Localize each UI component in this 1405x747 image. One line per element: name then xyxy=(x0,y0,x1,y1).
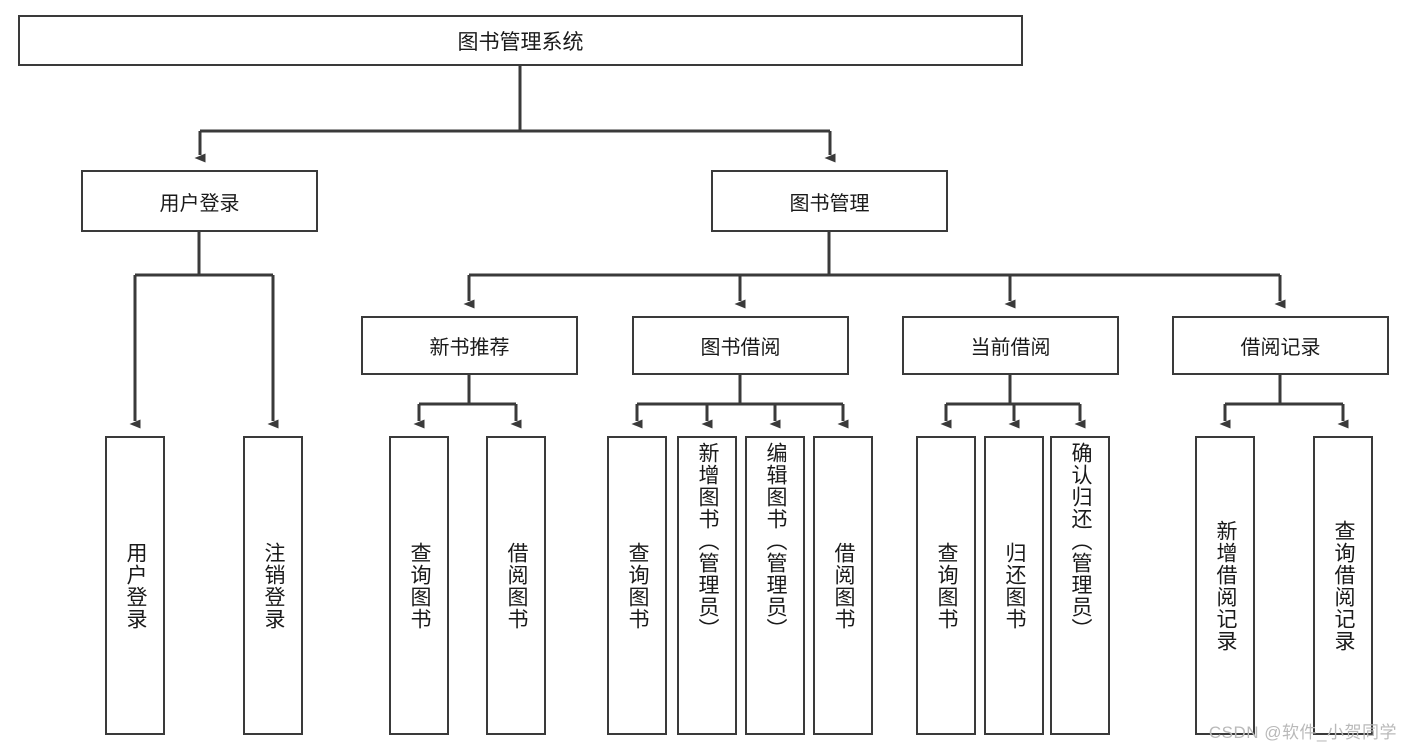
node-new-book-recommend[interactable]: 新书推荐 xyxy=(361,316,578,375)
leaf-query-book-current-label: 查询图书 xyxy=(935,541,959,630)
node-book-borrow[interactable]: 图书借阅 xyxy=(632,316,849,375)
leaf-logout-login[interactable]: 注销登录 xyxy=(243,436,303,735)
leaf-borrow-book-rec[interactable]: 借阅图书 xyxy=(486,436,546,735)
node-root-label: 图书管理系统 xyxy=(457,30,584,54)
leaf-edit-book-admin-label: 编辑图书（管理员） xyxy=(764,442,788,640)
leaf-add-borrow-record[interactable]: 新增借阅记录 xyxy=(1195,436,1255,735)
leaf-user-login[interactable]: 用户登录 xyxy=(105,436,165,735)
leaf-query-book-rec-label: 查询图书 xyxy=(408,541,432,630)
node-current-borrow[interactable]: 当前借阅 xyxy=(902,316,1119,375)
node-book-management-label: 图书管理 xyxy=(789,192,870,215)
leaf-query-book-rec[interactable]: 查询图书 xyxy=(389,436,449,735)
leaf-edit-book-admin[interactable]: 编辑图书（管理员） xyxy=(745,436,805,735)
node-current-borrow-label: 当前借阅 xyxy=(970,337,1051,359)
node-borrow-record-label: 借阅记录 xyxy=(1240,337,1321,359)
leaf-confirm-return-admin[interactable]: 确认归还（管理员） xyxy=(1050,436,1110,735)
leaf-query-book-borrow[interactable]: 查询图书 xyxy=(607,436,667,735)
node-user-login[interactable]: 用户登录 xyxy=(81,170,318,232)
leaf-logout-login-label: 注销登录 xyxy=(262,541,286,630)
leaf-borrow-book[interactable]: 借阅图书 xyxy=(813,436,873,735)
node-borrow-record[interactable]: 借阅记录 xyxy=(1172,316,1389,375)
node-book-management[interactable]: 图书管理 xyxy=(711,170,948,232)
leaf-query-book-current[interactable]: 查询图书 xyxy=(916,436,976,735)
leaf-add-book-admin-label: 新增图书（管理员） xyxy=(696,442,720,640)
leaf-return-book-label: 归还图书 xyxy=(1003,541,1027,630)
leaf-query-borrow-record-label: 查询借阅记录 xyxy=(1332,519,1356,652)
csdn-watermark: CSDN @软件_小贺同学 xyxy=(1208,723,1397,742)
node-root[interactable]: 图书管理系统 xyxy=(18,15,1023,66)
leaf-return-book[interactable]: 归还图书 xyxy=(984,436,1044,735)
leaf-user-login-label: 用户登录 xyxy=(124,541,148,630)
leaf-add-book-admin[interactable]: 新增图书（管理员） xyxy=(677,436,737,735)
leaf-add-borrow-record-label: 新增借阅记录 xyxy=(1214,519,1238,652)
leaf-borrow-book-label: 借阅图书 xyxy=(832,541,856,630)
leaf-query-borrow-record[interactable]: 查询借阅记录 xyxy=(1313,436,1373,735)
node-book-borrow-label: 图书借阅 xyxy=(700,337,781,359)
leaf-query-book-borrow-label: 查询图书 xyxy=(626,541,650,630)
node-user-login-label: 用户登录 xyxy=(159,192,240,215)
leaf-confirm-return-admin-label: 确认归还（管理员） xyxy=(1069,442,1093,640)
leaf-borrow-book-rec-label: 借阅图书 xyxy=(505,541,529,630)
node-new-book-recommend-label: 新书推荐 xyxy=(429,337,510,359)
